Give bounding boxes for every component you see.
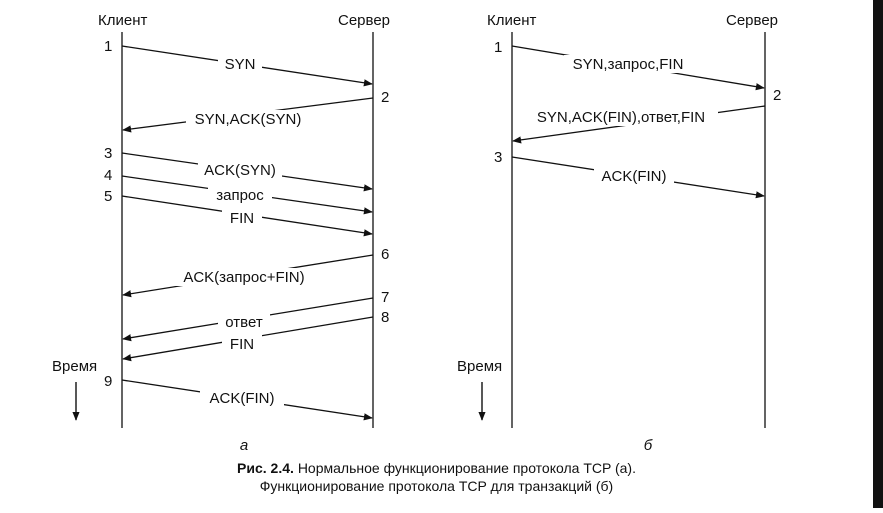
sequence-diagrams: Клиент Сервер 1 2 3 4 5 6 7 8 9 SYN SYN,… [52, 12, 781, 454]
message-label: FIN [230, 210, 254, 227]
message-label: ACK(запрос+FIN) [183, 269, 304, 286]
label-background [200, 389, 284, 407]
step-number: 4 [104, 167, 112, 184]
step-number: 9 [104, 373, 112, 390]
client-header: Клиент [487, 12, 536, 29]
label-background [198, 161, 282, 179]
label-background [594, 167, 674, 185]
message-label: запрос [216, 187, 264, 204]
label-background [222, 209, 262, 227]
caption-line-1: Рис. 2.4. Нормальное функционирование пр… [0, 459, 873, 477]
step-number: 8 [381, 309, 389, 326]
label-background [186, 110, 310, 128]
client-header: Клиент [98, 12, 147, 29]
time-label: Время [52, 358, 97, 375]
server-header: Сервер [726, 12, 778, 29]
step-number: 7 [381, 289, 389, 306]
message-label: SYN,запрос,FIN [573, 56, 684, 73]
step-number: 2 [773, 87, 781, 104]
figure-caption: Рис. 2.4. Нормальное функционирование пр… [0, 459, 873, 495]
diagram-sublabel: б [644, 437, 653, 454]
step-number: 6 [381, 246, 389, 263]
message-label: SYN,ACK(FIN),ответ,FIN [537, 109, 705, 126]
label-background [218, 313, 270, 331]
label-background [524, 108, 718, 126]
figure: Клиент Сервер 1 2 3 4 5 6 7 8 9 SYN SYN,… [0, 12, 873, 495]
label-background [172, 268, 316, 286]
label-background [222, 335, 262, 353]
message-label: ACK(FIN) [602, 168, 667, 185]
server-header: Сервер [338, 12, 390, 29]
step-number: 5 [104, 188, 112, 205]
page-edge-bar [873, 0, 883, 508]
label-background [208, 186, 272, 204]
caption-text-1: Нормальное функционирование протокола TC… [297, 460, 636, 476]
message-label: ACK(FIN) [210, 390, 275, 407]
message-label: ответ [225, 314, 263, 331]
label-background [564, 55, 692, 73]
message-label: SYN [225, 56, 256, 73]
label-background [218, 54, 262, 72]
message-label: ACK(SYN) [204, 162, 276, 179]
step-number: 2 [381, 89, 389, 106]
diagram-a: Клиент Сервер 1 2 3 4 5 6 7 8 9 SYN SYN,… [52, 12, 390, 454]
step-number: 3 [494, 149, 502, 166]
time-label: Время [457, 358, 502, 375]
step-number: 1 [104, 38, 112, 55]
caption-text-2: Функционирование протокола TCP для транз… [259, 478, 614, 494]
figure-number: Рис. 2.4. [237, 460, 294, 476]
step-number: 1 [494, 39, 502, 56]
diagram-b: Клиент Сервер 1 2 3 SYN,запрос,FIN SYN,A… [457, 12, 781, 454]
diagram-sublabel: а [240, 437, 248, 454]
step-number: 3 [104, 145, 112, 162]
message-label: SYN,ACK(SYN) [195, 111, 302, 128]
message-label: FIN [230, 336, 254, 353]
